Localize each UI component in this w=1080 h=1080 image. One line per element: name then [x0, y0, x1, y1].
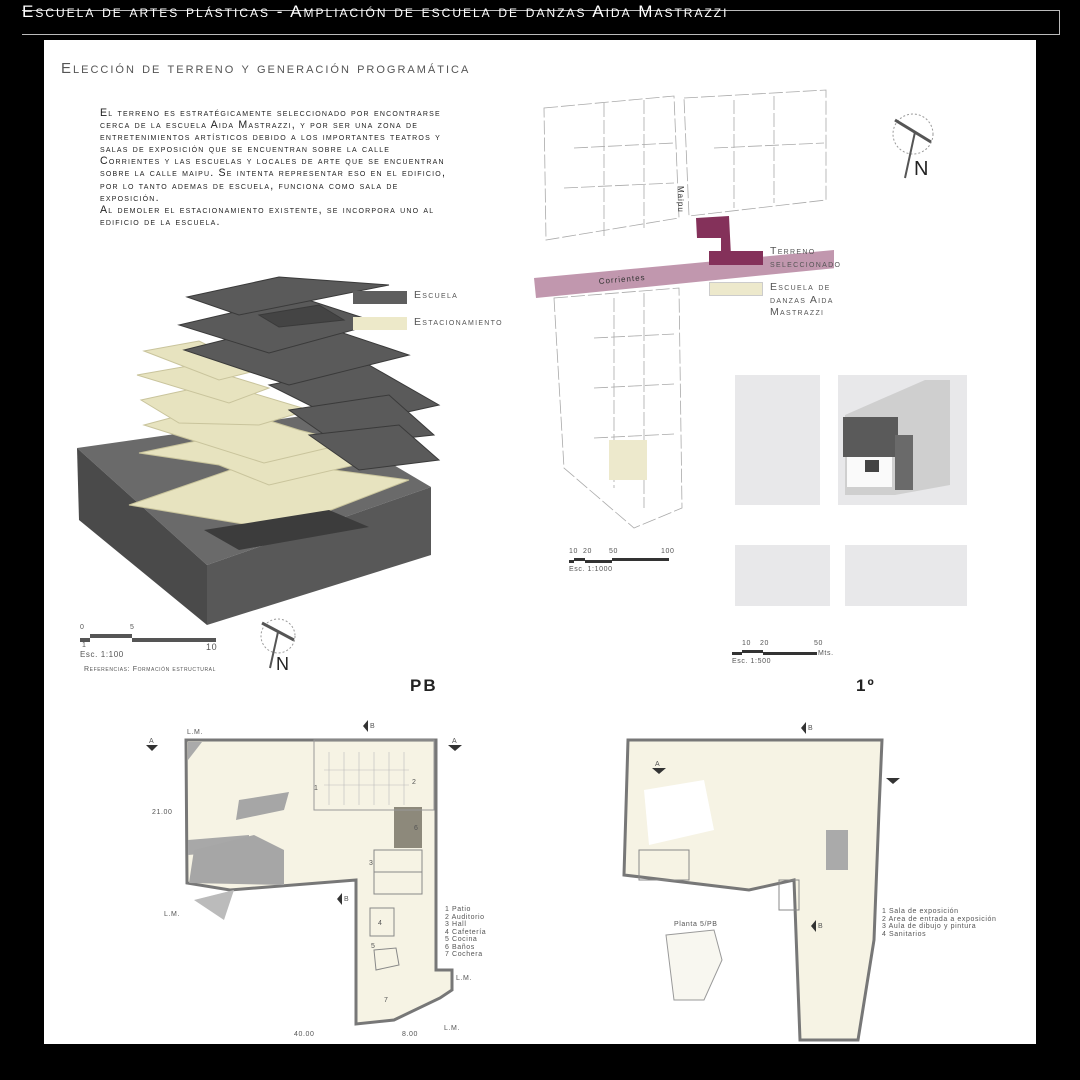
scale-unit: Mts.: [818, 650, 834, 657]
legend-item: 2 Auditorio: [445, 913, 485, 921]
legend-item: 4 Cafetería: [445, 928, 487, 936]
north-arrow-icon: [260, 618, 296, 669]
legend-swatch-terreno: [709, 251, 763, 265]
legend-item: 3 Hall: [445, 921, 467, 928]
section-marker-a-icon: [146, 745, 158, 751]
legend-label-escuela-danzas: Escuela de danzas Aida Mastrazzi: [770, 281, 834, 318]
section-marker-label: A: [655, 761, 660, 768]
legend-item: 7 Cochera: [445, 951, 483, 958]
north-label: N: [914, 158, 929, 180]
reference-note: Referencias: Formación estructural: [84, 666, 216, 673]
description-line: Corrientes y las escuelas y locales de a…: [100, 155, 445, 168]
level-label: L.M.: [187, 729, 203, 736]
section-marker-a-icon: [448, 745, 462, 751]
floor-plan-1: Planta 5/PB A B B: [622, 722, 900, 1042]
description-line: salas de exposición que se encuentran so…: [100, 143, 391, 156]
room-number: 4: [378, 920, 383, 927]
dance-school-site: [609, 440, 647, 480]
legend-label-estacionamiento: Estacionamiento: [414, 316, 503, 328]
legend-label-terreno: Terreno seleccionado: [770, 245, 842, 270]
north-arrow-icon: [892, 113, 934, 179]
level-label: L.M.: [444, 1025, 460, 1032]
scale-tick: 0: [80, 624, 85, 631]
section-marker-label: B: [370, 723, 375, 730]
room-number: 3: [369, 860, 374, 867]
scale-tick: 1: [82, 642, 87, 649]
scale-tick: 20: [583, 548, 592, 555]
plan-legend-1: 1 Sala de exposición 2 Area de entrada a…: [882, 908, 997, 938]
section-marker-b-icon: [811, 920, 816, 932]
legend-swatch-escuela-danzas: [709, 282, 763, 296]
description-line: por lo tanto ademas de escuela, funciona…: [100, 179, 399, 192]
room-number: 6: [414, 825, 419, 832]
scale-tick: 5: [130, 624, 135, 631]
scale-label: Esc. 1:100: [80, 650, 124, 659]
plan-legend-pb: 1 Patio 2 Auditorio 3 Hall 4 Cafetería 5…: [445, 906, 486, 959]
room-number: 1: [314, 785, 319, 792]
aerial-site-plan: [735, 375, 967, 606]
legend-item: 5 Cocina: [445, 936, 478, 943]
section-marker-a-icon: [886, 778, 900, 784]
section-marker-a-icon: [652, 768, 666, 774]
legend-item: 1 Patio: [445, 906, 471, 913]
scale-tick: 20: [760, 640, 769, 647]
scale-label: Esc. 1:500: [732, 658, 772, 665]
scale-tick: 100: [661, 548, 675, 555]
section-marker-label: B: [808, 725, 813, 732]
section-title: Elección de terreno y generación program…: [61, 60, 471, 77]
description-line: exposición.: [100, 191, 160, 204]
plan-title-1: 1º: [856, 676, 876, 695]
legend-swatch-estacionamiento: [353, 317, 407, 330]
level-label: L.M.: [456, 975, 472, 982]
scale-label: Esc. 1:1000: [569, 566, 613, 573]
section-marker-b-icon: [363, 720, 368, 732]
legend-swatch-escuela: [353, 291, 407, 304]
description-line: El terreno es estratégicamente seleccion…: [100, 107, 441, 119]
dimension-label: 21.00: [152, 809, 173, 816]
description-text: El terreno es estratégicamente seleccion…: [100, 107, 520, 228]
description-line: sobre la calle maipu. Se intenta represe…: [100, 167, 447, 180]
legend-item: 2 Area de entrada a exposición: [882, 915, 997, 923]
street-label-maipu: Maipu: [676, 186, 685, 213]
floor-plan-pb: L.M. 21.00 L.M. L.M. L.M. 40.00 8.00 1 2…: [146, 720, 472, 1038]
dimension-label: 40.00: [294, 1031, 315, 1038]
description-line: Al demoler el estacionamiento existente,…: [100, 203, 435, 216]
room-number: 7: [384, 997, 389, 1004]
board-title: Escuela de artes plásticas - Ampliación …: [22, 2, 729, 21]
section-marker-label: A: [149, 738, 154, 745]
plan-title-pb: PB: [410, 676, 438, 695]
description-line: cerca de la escuela Aida Mastrazzi, y po…: [100, 119, 419, 132]
scale-tick: 10: [206, 642, 218, 652]
legend-item: 3 Aula de dibujo y pintura: [882, 923, 977, 930]
dimension-label: 8.00: [402, 1031, 418, 1038]
legend-item: 1 Sala de exposición: [882, 908, 959, 915]
axonometric-diagram: [77, 276, 441, 625]
section-marker-b-icon: [801, 722, 806, 734]
section-marker-label: A: [452, 738, 457, 745]
legend-item: 6 Baños: [445, 943, 475, 951]
title-bar: [22, 10, 1060, 35]
scale-tick: 10: [742, 640, 751, 647]
room-number: 2: [412, 779, 417, 786]
description-line: entretenimientos artísticos debido a los…: [100, 131, 441, 144]
street-label-corrientes: Corrientes: [598, 273, 646, 286]
level-label: L.M.: [164, 911, 180, 918]
presentation-sheet: Elección de terreno y generación program…: [44, 40, 1036, 1044]
section-marker-label: B: [818, 923, 823, 930]
legend-label-escuela: Escuela: [414, 289, 459, 301]
section-marker-b-icon: [337, 893, 342, 905]
plan-subtitle: Planta 5/PB: [674, 921, 718, 928]
legend-item: 4 Sanitarios: [882, 930, 927, 938]
selected-site: [696, 216, 731, 256]
scale-tick: 10: [569, 548, 578, 555]
room-number: 5: [371, 943, 376, 950]
description-line: edificio de la escuela.: [100, 215, 221, 228]
section-marker-label: B: [344, 896, 349, 903]
scale-tick: 50: [814, 640, 823, 647]
scale-tick: 50: [609, 548, 618, 555]
north-label: N: [276, 654, 289, 674]
